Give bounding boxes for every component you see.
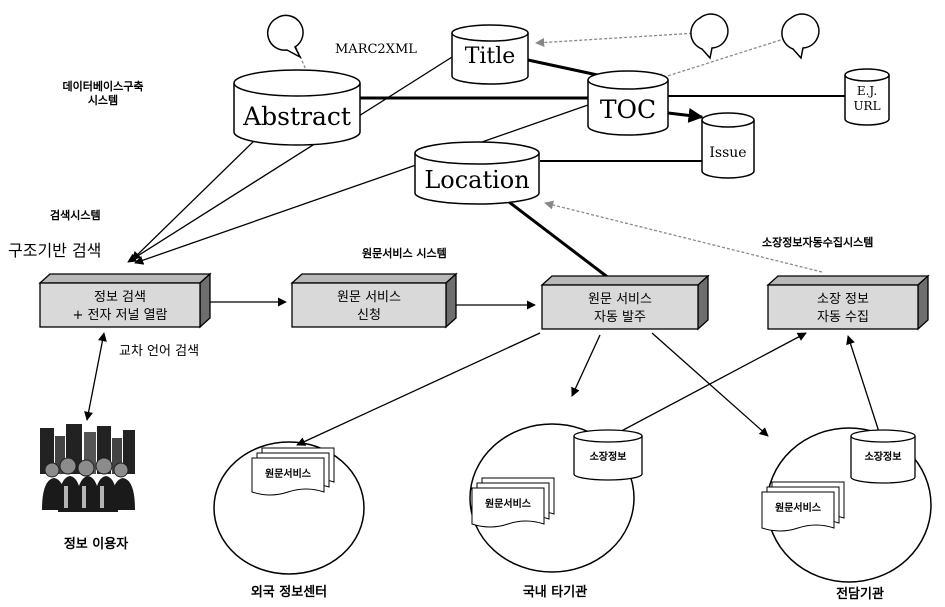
structure-search-label: 구조기반 검색	[8, 241, 101, 260]
doc-stack-dedicated	[761, 481, 845, 532]
user-search-arrow	[84, 332, 107, 421]
search-box-line2: + 전자 저널 열람	[72, 308, 167, 323]
doc-stack-domestic	[471, 477, 555, 528]
collect-location-arrow	[544, 200, 823, 273]
fulltext-service-system-label: 원문서비스 시스템	[362, 246, 447, 260]
bubble-icon	[781, 13, 820, 60]
toc-issue-arrow	[667, 107, 704, 123]
abstract-search-arrow	[131, 139, 256, 261]
holding-collection-system-label: 소장정보자동수집시스템	[762, 235, 873, 249]
process-box-request	[290, 272, 458, 329]
domestic-db-label: 소장정보	[590, 450, 627, 463]
request-box-line1: 원문 서비스	[337, 290, 401, 305]
db-issue	[701, 112, 755, 179]
search-box-line1: 정보 검색	[94, 290, 146, 305]
db-location	[414, 141, 540, 205]
db-build-system-label-1: 데이터베이스구축	[63, 79, 144, 93]
bubble-title-arrow	[535, 32, 698, 48]
dedicated-doc-label: 원문서비스	[775, 501, 821, 514]
dedicated-db-label: 소장정보	[865, 450, 902, 463]
db-title	[451, 24, 529, 85]
dedicated-org-label: 전담기관	[836, 586, 884, 602]
toc-search-arrow	[134, 104, 589, 265]
collect-box-line2: 자동 수집	[817, 310, 869, 325]
cross-language-search-label: 교차 언어 검색	[119, 344, 199, 359]
collect-box-line1: 소장 정보	[817, 292, 869, 307]
circle-foreign-center	[213, 441, 365, 575]
order-box-line1: 원문 서비스	[588, 292, 652, 307]
foreign-info-center-label: 외국 정보센터	[251, 584, 327, 600]
dedicated-db-collect-arrow	[846, 335, 881, 436]
bubble-icon	[267, 14, 304, 59]
db-issue-label: Issue	[709, 145, 746, 161]
db-ejurl-line1: E.J.	[857, 84, 877, 98]
bubble-icon	[690, 13, 729, 60]
order-foreign-arrow	[296, 332, 541, 446]
domestic-other-org-label: 국내 타기관	[523, 584, 587, 600]
bubble-toc-arrow	[654, 36, 791, 82]
circle-domestic-org	[469, 423, 635, 573]
source-bubbles	[267, 13, 820, 60]
request-box-line2: 신청	[357, 308, 381, 323]
domestic-doc-label: 원문서비스	[485, 497, 531, 510]
search-system-label: 검색시스템	[50, 208, 101, 222]
texts: Title Abstract TOC Issue Location E.J. U…	[8, 42, 901, 602]
db-ejurl	[844, 68, 890, 126]
marc2xml-label: MARC2XML	[335, 42, 417, 57]
db-toc-label: TOC	[600, 95, 656, 124]
db-title-label: Title	[465, 44, 516, 69]
db-ejurl-line2: URL	[853, 99, 880, 113]
db-toc	[587, 70, 669, 136]
connectors	[84, 51, 881, 446]
order-domestic-arrow	[571, 334, 601, 397]
db-abstract-label: Abstract	[242, 102, 351, 131]
order-box-line2: 자동 발주	[594, 310, 646, 325]
db-abstract	[233, 69, 361, 146]
foreign-doc-label: 원문서비스	[265, 467, 311, 480]
users-illustration	[40, 424, 135, 512]
process-box-order	[540, 274, 710, 331]
doc-stack-foreign	[251, 447, 335, 496]
process-box-search	[38, 272, 212, 329]
db-build-system-label-2: 시스템	[88, 93, 118, 107]
db-location-label: Location	[424, 166, 529, 194]
db-holding-domestic	[573, 429, 643, 481]
info-user-label: 정보 이용자	[64, 536, 128, 552]
db-holding-dedicated	[850, 429, 916, 484]
process-box-collect	[766, 274, 930, 331]
location-order-line	[504, 197, 619, 287]
domestic-db-collect-arrow	[609, 332, 807, 438]
title-search-arrow	[127, 51, 461, 263]
